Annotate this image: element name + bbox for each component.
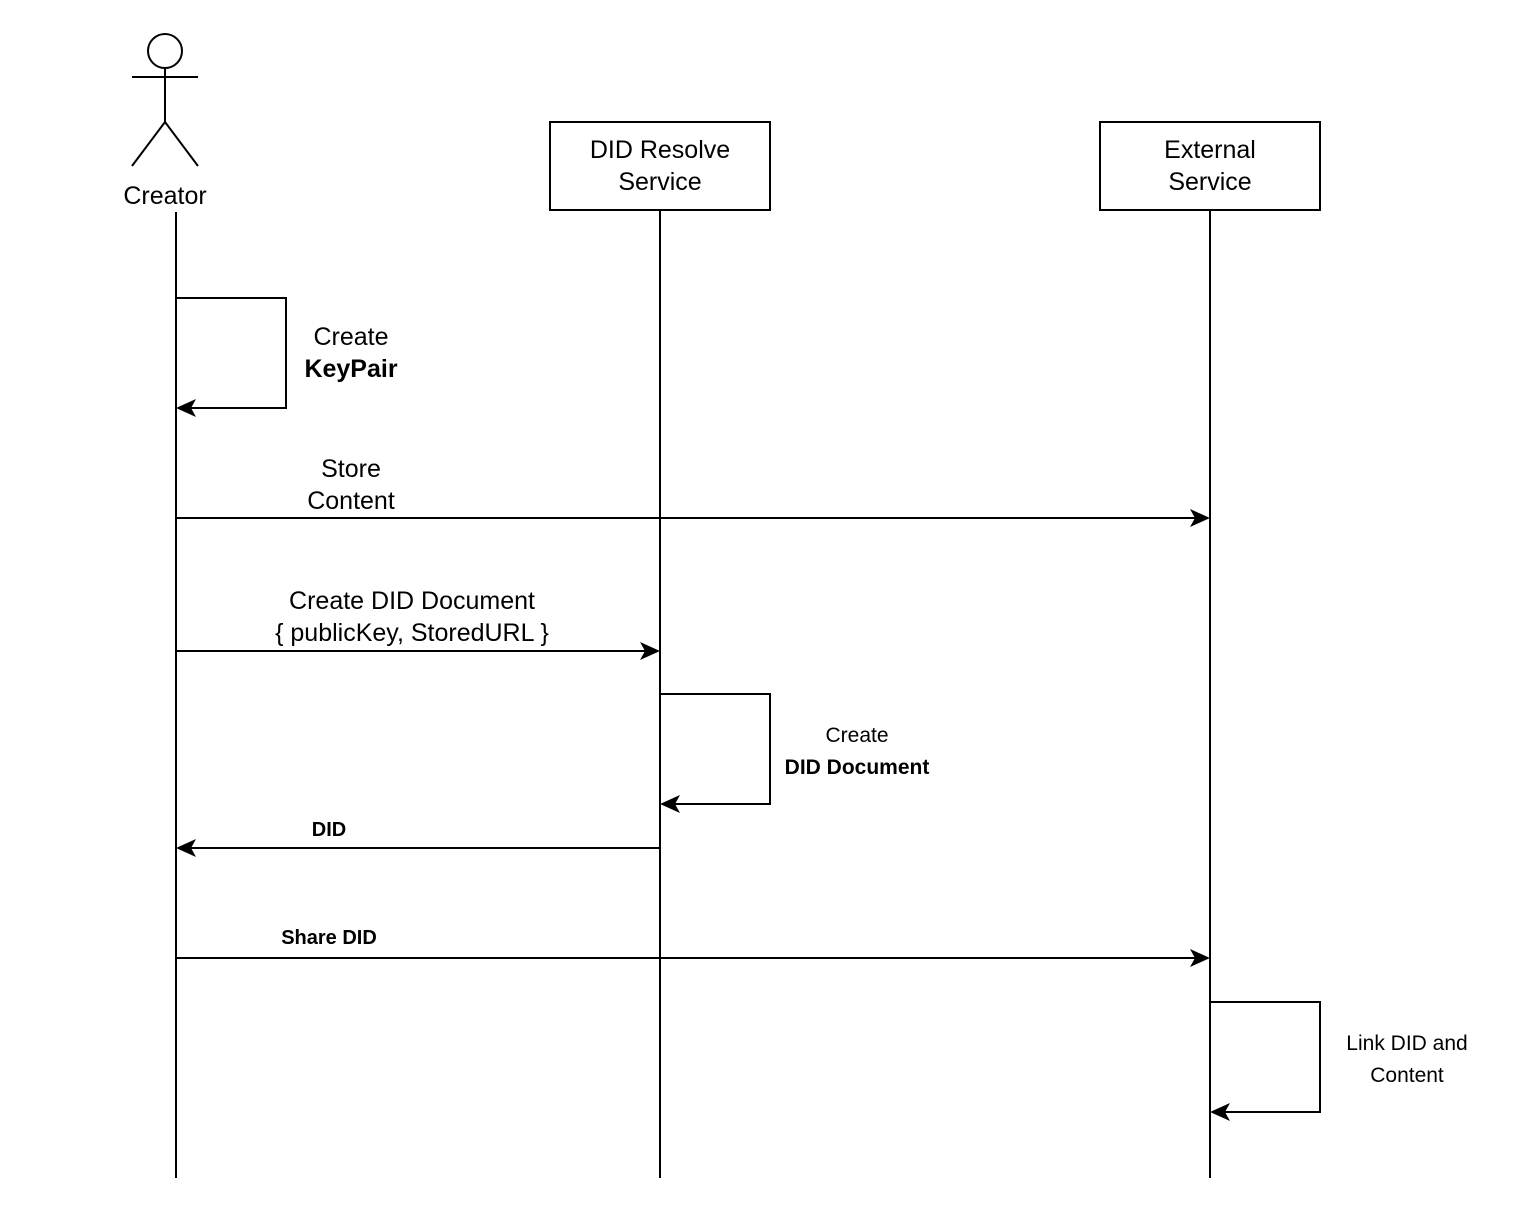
- participant-box: [1099, 121, 1321, 211]
- participant-label-line2: Service: [618, 168, 701, 196]
- self-loop-line: [660, 693, 771, 805]
- message-did-return: DID: [176, 819, 660, 857]
- message-create-did-document-self: Create DID Document: [660, 693, 930, 813]
- message-label: Share DID: [281, 927, 377, 949]
- message-label-line2: { publicKey, StoredURL }: [275, 619, 549, 647]
- arrowhead: [176, 399, 196, 417]
- message-label-line2: Content: [1370, 1064, 1444, 1087]
- self-loop-line: [1210, 1001, 1321, 1113]
- arrowhead: [1190, 509, 1210, 527]
- self-loop-line: [176, 297, 287, 409]
- actor-head: [147, 33, 183, 69]
- message-store-content: Store Content: [176, 455, 1210, 527]
- message-create-keypair: Create KeyPair: [176, 297, 398, 417]
- message-label-line1: Link DID and: [1346, 1032, 1467, 1055]
- actor-right-leg: [164, 121, 199, 167]
- message-create-did-document-request: Create DID Document { publicKey, StoredU…: [176, 587, 660, 660]
- actor-creator: Creator: [123, 33, 207, 210]
- arrowhead: [1210, 1103, 1230, 1121]
- message-label-line1: Create: [313, 323, 388, 351]
- message-label: DID: [312, 819, 346, 841]
- message-label-line2: Content: [307, 487, 395, 515]
- participant-label-line2: Service: [1168, 168, 1251, 196]
- message-label-line2: KeyPair: [304, 355, 397, 383]
- participant-did-resolve-service: DID Resolve Service: [549, 121, 771, 211]
- arrowhead: [176, 839, 196, 857]
- participant-label-line1: External: [1164, 136, 1256, 164]
- message-share-did: Share DID: [176, 927, 1210, 967]
- participant-box: [549, 121, 771, 211]
- message-label-line2: DID Document: [785, 756, 930, 779]
- message-label-line1: Store: [321, 455, 381, 483]
- actor-left-leg: [131, 121, 166, 167]
- participant-external-service: External Service: [1099, 121, 1321, 211]
- message-label-line1: Create DID Document: [289, 587, 535, 615]
- participant-label-line1: DID Resolve: [590, 136, 730, 164]
- message-label-line1: Create: [825, 724, 888, 747]
- arrowhead: [1190, 949, 1210, 967]
- arrowhead: [640, 642, 660, 660]
- arrowhead: [660, 795, 680, 813]
- message-link-did-content: Link DID and Content: [1210, 1001, 1468, 1121]
- actor-creator-label: Creator: [123, 182, 206, 210]
